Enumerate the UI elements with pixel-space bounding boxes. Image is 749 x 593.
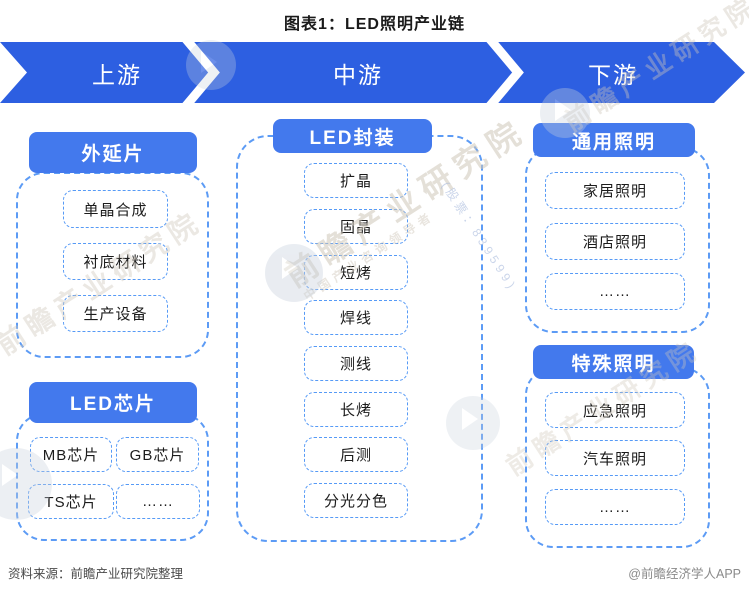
section-header-led-packaging: LED封装 [273,119,432,153]
chain-item: 固晶 [304,209,408,244]
section-header-epitaxy-wafer: 外延片 [29,132,197,173]
chain-item: 应急照明 [545,392,685,428]
section-header-special-lighting: 特殊照明 [533,345,694,379]
group-led-chip [16,413,209,541]
chain-item: 长烤 [304,392,408,427]
chain-item: …… [116,484,200,519]
chain-item: 分光分色 [304,483,408,518]
stage-label-downstream: 下游 [588,61,638,88]
stage-label-midstream: 中游 [333,61,383,88]
section-header-led-chip: LED芯片 [29,382,197,423]
chain-item: 短烤 [304,255,408,290]
chain-item: …… [545,489,685,525]
chain-item: 测线 [304,346,408,381]
chain-item: 酒店照明 [545,223,685,260]
chain-item: 扩晶 [304,163,408,198]
chain-item: 后测 [304,437,408,472]
group-epitaxy-wafer [16,172,209,358]
chain-item: MB芯片 [30,437,112,472]
source-note: 资料来源：前瞻产业研究院整理 [8,567,184,581]
chain-item: 家居照明 [545,172,685,209]
chain-item: …… [545,273,685,310]
section-header-general-lighting: 通用照明 [533,123,695,157]
stage-label-upstream: 上游 [92,61,142,88]
chain-item: 生产设备 [63,295,168,332]
chain-item: TS芯片 [28,484,114,519]
chain-item: 汽车照明 [545,440,685,476]
chevron-separator-icon [486,42,524,103]
chart-title: 图表1：LED照明产业链 [284,16,465,33]
credit-note: @前瞻经济学人APP [628,567,741,581]
chevron-separator-icon [182,42,220,103]
stage-arrow-band [0,42,745,103]
arrow-band-shape [0,42,745,103]
chain-item: 衬底材料 [63,243,168,280]
chain-item: GB芯片 [116,437,199,472]
chain-item: 焊线 [304,300,408,335]
chain-item: 单晶合成 [63,190,168,228]
